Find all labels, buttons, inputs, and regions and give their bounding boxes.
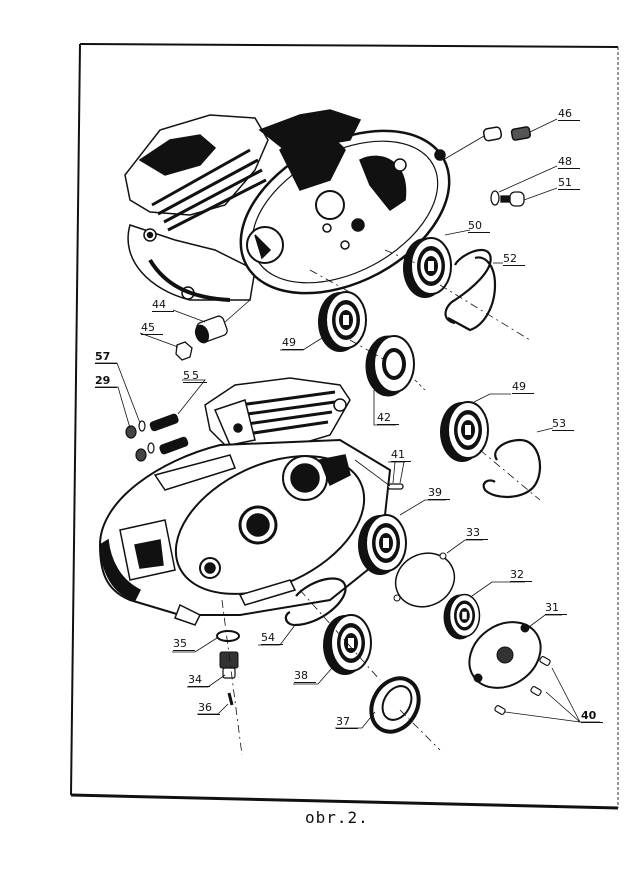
- axis-lines: [309, 249, 421, 361]
- label-part-42: 42: [377, 412, 399, 425]
- label-part-40: 40: [581, 710, 603, 723]
- label-part-33: 33: [466, 527, 488, 540]
- part-35-34-36-drain-plug: [172, 599, 243, 756]
- part-38-bearing: [293, 589, 381, 685]
- label-part-49-lower: 49: [512, 381, 534, 394]
- part-49-bearing-upper: [280, 291, 367, 353]
- label-part-54: 54: [261, 632, 283, 645]
- part-39-bearing: [357, 499, 446, 576]
- label-part-39: 39: [428, 487, 450, 500]
- part-50-bearing: [402, 229, 471, 299]
- label-part-31: 31: [545, 602, 567, 615]
- label-part-35: 35: [173, 638, 195, 651]
- part-54-circlip: [258, 577, 347, 646]
- label-part-38: 38: [294, 670, 316, 683]
- part-31-bearing-cover: [468, 614, 562, 689]
- label-part-46: 46: [558, 108, 580, 121]
- part-42-roller-bearing: [365, 335, 426, 426]
- label-part-32: 32: [510, 569, 532, 582]
- label-part-49: 49: [282, 337, 304, 350]
- label-part-36: 36: [198, 702, 220, 715]
- label-part-45: 45: [141, 322, 163, 335]
- part-53-circlip: [479, 427, 554, 501]
- label-part-52: 52: [503, 253, 525, 266]
- part-32-bearing: [442, 581, 525, 641]
- part-45-nut: [139, 332, 193, 361]
- upper-crankcase: [124, 109, 451, 302]
- label-part-37: 37: [336, 716, 358, 729]
- label-part-55: 55: [183, 370, 207, 383]
- label-part-57: 57: [95, 351, 117, 364]
- part-49-bearing-lower: [439, 393, 511, 463]
- label-part-53: 53: [552, 418, 574, 431]
- part-52-circlip: [439, 248, 531, 341]
- lower-crankcase: [98, 377, 392, 626]
- label-part-34: 34: [188, 674, 210, 687]
- figure-caption: obr.2.: [305, 808, 369, 827]
- part-46-sleeves: [442, 118, 558, 161]
- part-44-bush: [172, 299, 251, 344]
- label-part-50: 50: [468, 220, 490, 233]
- page-frame: [70, 43, 619, 810]
- part-41-pin: [354, 459, 405, 490]
- label-part-44: 44: [152, 299, 174, 312]
- label-part-51: 51: [558, 177, 580, 190]
- label-part-41: 41: [391, 449, 411, 462]
- part-48-51-bolt-washer: [490, 165, 558, 207]
- label-part-29: 29: [95, 375, 117, 388]
- label-part-48: 48: [558, 156, 580, 169]
- part-57-29-55-studs: [95, 362, 206, 462]
- part-37-oil-seal: [335, 676, 441, 751]
- part-33-gasket: [393, 539, 483, 608]
